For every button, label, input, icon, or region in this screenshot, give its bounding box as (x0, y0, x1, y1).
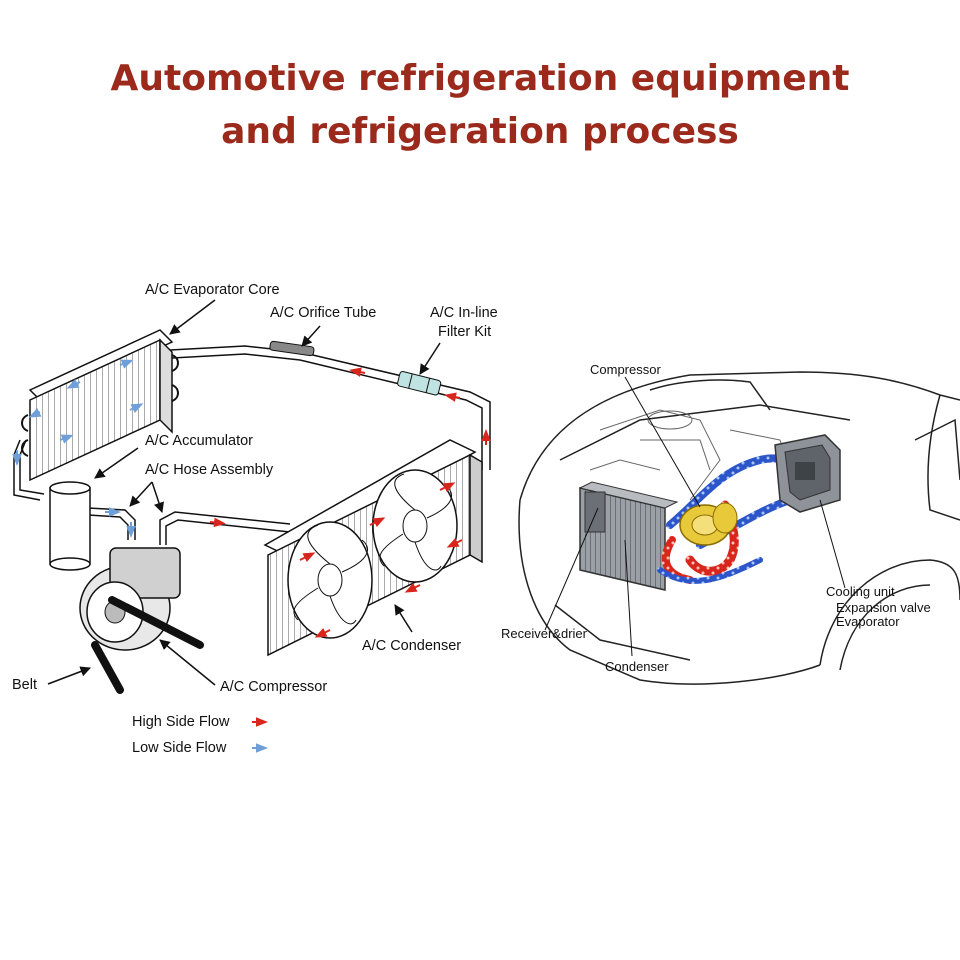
high-flow-arrow (444, 392, 461, 402)
high-flow-arrow (446, 538, 463, 548)
label-leader-lines (47, 299, 441, 686)
belt (91, 596, 204, 694)
high-flow-arrow (439, 482, 456, 492)
low-flow-arrow (28, 408, 42, 418)
label-belt: Belt (12, 677, 37, 693)
legend-high-side-label: High Side Flow (132, 714, 230, 730)
label-inline-filter-line2: Filter Kit (438, 324, 491, 340)
high-flow-arrow (299, 552, 316, 562)
label-expansion-valve: Expansion valve (836, 600, 931, 615)
cooling-unit (774, 434, 841, 513)
label-evaporator: Evaporator (836, 614, 900, 629)
label-right-compressor: Compressor (590, 362, 661, 377)
right-leader-lines (544, 376, 846, 657)
label-evaporator-core: A/C Evaporator Core (145, 282, 280, 298)
high-flow-arrow (369, 517, 386, 527)
condenser (263, 439, 483, 657)
left-ac-system-diagram: A/C Evaporator Core A/C Orifice Tube A/C… (12, 282, 498, 756)
low-flow-arrow (129, 403, 144, 413)
low-flow-arrow (66, 379, 81, 389)
high-flow-arrow (404, 583, 421, 593)
compressor (79, 547, 181, 651)
low-flow-arrow (59, 434, 74, 444)
condenser-fan-1 (287, 521, 373, 639)
inline-filter (397, 371, 442, 396)
high-flow-arrow (209, 517, 226, 528)
radiator-condenser (578, 481, 679, 591)
flow-legend: High Side Flow Low Side Flow (132, 714, 268, 756)
engine-bay (589, 409, 791, 501)
high-flow-arrow (314, 628, 331, 638)
compressor-unit (679, 502, 738, 546)
evaporator-core (21, 329, 179, 482)
accumulator (49, 481, 91, 571)
page-title: Automotive refrigeration equipment and r… (0, 52, 960, 158)
title-line-1: Automotive refrigeration equipment (110, 58, 850, 99)
high-flow-arrow (349, 367, 366, 377)
label-orifice-tube: A/C Orifice Tube (270, 305, 376, 321)
right-car-ac-diagram: Compressor Cooling unit Expansion valve … (501, 362, 960, 685)
orifice-tube (269, 340, 315, 357)
title-line-2: and refrigeration process (221, 111, 739, 152)
low-flow-arrow (119, 359, 134, 369)
car-outline (518, 371, 960, 685)
flow-arrows (12, 359, 491, 638)
label-receiver-drier: Receiver&drier (501, 626, 588, 641)
refrigerant-lines (13, 345, 491, 545)
label-accumulator: A/C Accumulator (145, 433, 253, 449)
label-hose-assembly: A/C Hose Assembly (145, 462, 274, 478)
legend-low-side-label: Low Side Flow (132, 740, 227, 756)
label-right-condenser: Condenser (605, 659, 669, 674)
label-inline-filter-line1: A/C In-line (430, 305, 498, 321)
label-cooling-unit: Cooling unit (826, 584, 895, 599)
label-condenser: A/C Condenser (362, 638, 461, 654)
label-compressor: A/C Compressor (220, 679, 327, 695)
